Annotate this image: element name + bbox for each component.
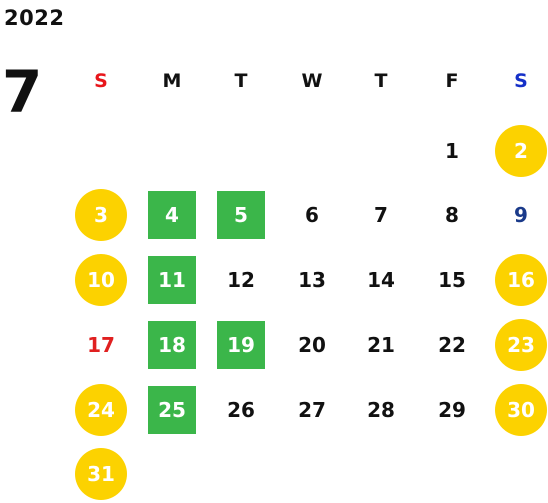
month-number: 7 <box>2 58 43 126</box>
calendar-day: 6 <box>305 203 319 227</box>
weekday-label: T <box>374 69 388 92</box>
calendar-day: 26 <box>227 398 255 422</box>
calendar-day: 7 <box>374 203 388 227</box>
calendar-day: 9 <box>514 203 528 227</box>
holiday-day: 31 <box>75 448 127 500</box>
holiday-day: 2 <box>495 125 547 177</box>
holiday-day: 16 <box>495 254 547 306</box>
weekday-label: S <box>514 69 528 92</box>
calendar-day: 22 <box>438 333 466 357</box>
event-day: 11 <box>148 256 196 304</box>
calendar-day: 13 <box>298 268 326 292</box>
calendar-day: 15 <box>438 268 466 292</box>
event-day: 18 <box>148 321 196 369</box>
weekday-label: T <box>234 69 248 92</box>
calendar-day: 14 <box>367 268 395 292</box>
event-day: 25 <box>148 386 196 434</box>
year-label: 2022 <box>4 6 65 30</box>
holiday-day: 3 <box>75 189 127 241</box>
holiday-day: 23 <box>495 319 547 371</box>
holiday-day: 24 <box>75 384 127 436</box>
calendar-day: 17 <box>87 333 115 357</box>
weekday-label: S <box>94 69 108 92</box>
calendar-day: 27 <box>298 398 326 422</box>
calendar-day: 12 <box>227 268 255 292</box>
calendar-day: 29 <box>438 398 466 422</box>
calendar-day: 1 <box>445 139 459 163</box>
calendar-day: 20 <box>298 333 326 357</box>
weekday-label: W <box>301 69 323 92</box>
holiday-day: 30 <box>495 384 547 436</box>
weekday-label: F <box>445 69 459 92</box>
calendar-day: 8 <box>445 203 459 227</box>
event-day: 19 <box>217 321 265 369</box>
event-day: 5 <box>217 191 265 239</box>
holiday-day: 10 <box>75 254 127 306</box>
weekday-label: M <box>162 69 182 92</box>
calendar-day: 28 <box>367 398 395 422</box>
calendar-day: 21 <box>367 333 395 357</box>
event-day: 4 <box>148 191 196 239</box>
